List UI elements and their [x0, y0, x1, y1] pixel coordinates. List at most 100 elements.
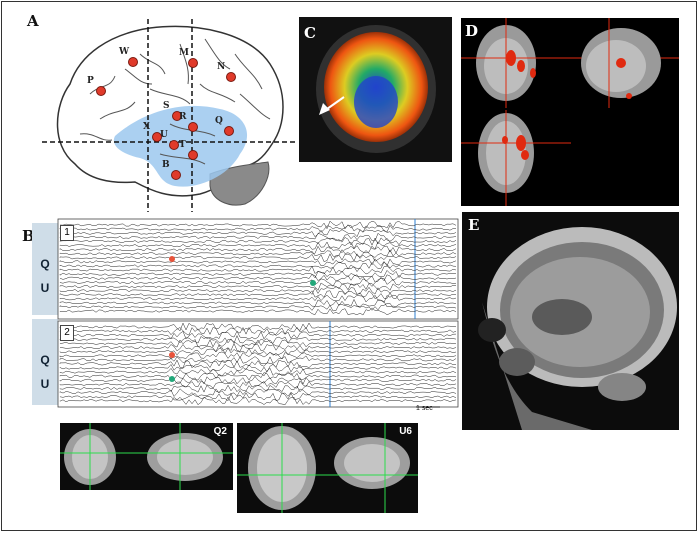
eeg-trace [59, 303, 457, 312]
eeg-trace [59, 380, 457, 389]
mri-overlay-svg [461, 18, 679, 206]
temporal-lobe-highlight [113, 105, 248, 187]
eeg-trace [59, 294, 457, 303]
electrode-p [96, 86, 106, 96]
eeg-trace [59, 241, 457, 250]
electrode-q [224, 126, 234, 136]
eeg-trace [59, 376, 457, 385]
eeg-trace [59, 363, 457, 373]
eeg-trace [59, 269, 457, 279]
eeg-trace [59, 220, 457, 230]
eeg-trace [59, 232, 457, 242]
electrode-label-t: T [179, 140, 186, 150]
mri-u6-label: U6 [399, 426, 412, 437]
eeg-trace [59, 372, 457, 381]
electrode-w [128, 57, 138, 67]
trace-marker-green-1 [310, 280, 316, 286]
panel-e-label: E [468, 216, 480, 234]
electrode-r [188, 122, 198, 132]
mri-u6-panel: U6 [237, 423, 418, 513]
eeg-trace [59, 338, 457, 348]
panel-d-label: D [465, 22, 479, 40]
panel-b-eeg: 1 2 Q U Q U 1 sec [20, 217, 460, 417]
eeg-trace [59, 326, 457, 336]
eeg-trace [59, 355, 457, 365]
electrode-b [171, 170, 181, 180]
eeg-traces-2 [59, 322, 457, 406]
eeg-trace [59, 322, 457, 332]
cerebellum-shape [209, 161, 270, 206]
contact-q-label-1: Q [40, 257, 50, 271]
electrode-label-w: W [119, 47, 130, 57]
pet-scan-svg [316, 25, 436, 153]
eeg-trace [59, 347, 457, 356]
panel-c-pet-scan [299, 17, 452, 162]
electrode-label-q: Q [215, 116, 223, 126]
eeg-traces-1 [59, 220, 457, 316]
electrode-label-s: S [163, 101, 170, 111]
electrode-label-r: R [179, 112, 187, 122]
eeg-trace [59, 261, 457, 270]
eeg-trace [59, 330, 457, 340]
trace-marker-red-1 [169, 256, 175, 262]
eeg-trace [59, 228, 457, 238]
mri-q2-panel: Q2 [60, 423, 233, 490]
eeg-trace [59, 388, 457, 397]
pet-arrow [326, 96, 345, 110]
pet-arrow-head [319, 103, 330, 115]
sulci-lines [79, 38, 271, 165]
electrode-s [172, 111, 182, 121]
panel-b-label: B [22, 227, 35, 245]
mri-u6-svg [237, 423, 418, 513]
eeg-tag-2: 2 [60, 325, 74, 341]
eeg-trace [59, 307, 457, 316]
contact-u-label-1: U [40, 281, 50, 295]
contact-u-label-2: U [40, 377, 50, 391]
mri-q2-svg [60, 423, 233, 490]
eeg-trace [59, 253, 457, 262]
eeg-trace [59, 298, 457, 308]
eeg-trace [59, 359, 457, 369]
electrode-label-m: M [179, 48, 189, 58]
eeg-trace [59, 282, 457, 291]
eeg-trace [59, 367, 457, 377]
eeg-trace [59, 351, 457, 360]
electrode-label-x: X [143, 122, 150, 132]
eeg-trace [59, 273, 457, 283]
panel-a-label: A [27, 12, 39, 30]
eeg-trace [59, 290, 457, 299]
electrode-label-b: B [162, 160, 170, 170]
panel-e-sagittal-mri [462, 212, 679, 430]
eeg-trace [59, 384, 457, 393]
eeg-tag-1: 1 [60, 225, 74, 241]
eeg-trace [59, 237, 457, 246]
brain-diagram-svg [42, 19, 298, 212]
electrode-x [152, 132, 162, 142]
electrode-label-p: P [87, 76, 94, 86]
eeg-trace [59, 396, 457, 406]
electrode-label-n: N [217, 62, 226, 72]
eeg-traces-svg [32, 218, 459, 408]
eeg-trace [59, 342, 457, 352]
electrode-u [169, 140, 179, 150]
panel-c-label: C [304, 24, 316, 42]
sagittal-mri-svg [478, 227, 677, 430]
electrode-n [226, 72, 236, 82]
mri-q2-label: Q2 [213, 426, 227, 437]
eeg-trace [59, 392, 457, 402]
eeg-trace [59, 258, 457, 267]
trace-marker-red-2 [169, 352, 175, 358]
contact-q-label-2: Q [40, 353, 50, 367]
electrode-t [188, 150, 198, 160]
panel-d-mri-overlay [461, 18, 679, 206]
electrode-label-u: U [160, 130, 168, 140]
eeg-trace [59, 278, 457, 287]
eeg-trace [59, 286, 457, 295]
eeg-trace [59, 224, 457, 233]
scale-label: 1 sec [416, 405, 433, 412]
trace-marker-green-2 [169, 376, 175, 382]
eeg-trace [59, 265, 457, 275]
